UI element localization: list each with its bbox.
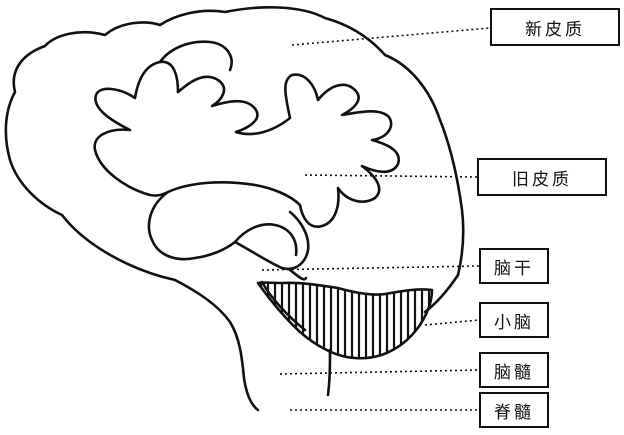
stem-fold: [288, 268, 308, 281]
label-cerebellum: 小脑: [479, 302, 549, 338]
brain-outline: [4, 6, 465, 282]
gyrus-upper: [158, 40, 233, 72]
label-paleocortex: 旧皮质: [477, 158, 607, 196]
limbic-outline: [147, 190, 310, 271]
label-brainstem: 脑干: [479, 248, 549, 284]
inner-cortex-outline: [93, 60, 401, 228]
leader-neocortex: [291, 27, 491, 46]
label-spinal-cord: 脊髓: [479, 392, 549, 428]
leader-cerebellum: [424, 319, 480, 326]
label-neocortex: 新皮质: [490, 8, 620, 46]
leader-paleocortex: [304, 174, 478, 178]
spinal-cord-line: [326, 348, 332, 397]
leader-medulla: [279, 369, 480, 375]
cerebellum-shape: [256, 281, 434, 360]
label-medulla: 脑髓: [479, 352, 549, 388]
leader-brainstem: [261, 265, 480, 271]
thalamus-fold: [233, 223, 298, 257]
brainstem-front: [173, 278, 260, 412]
